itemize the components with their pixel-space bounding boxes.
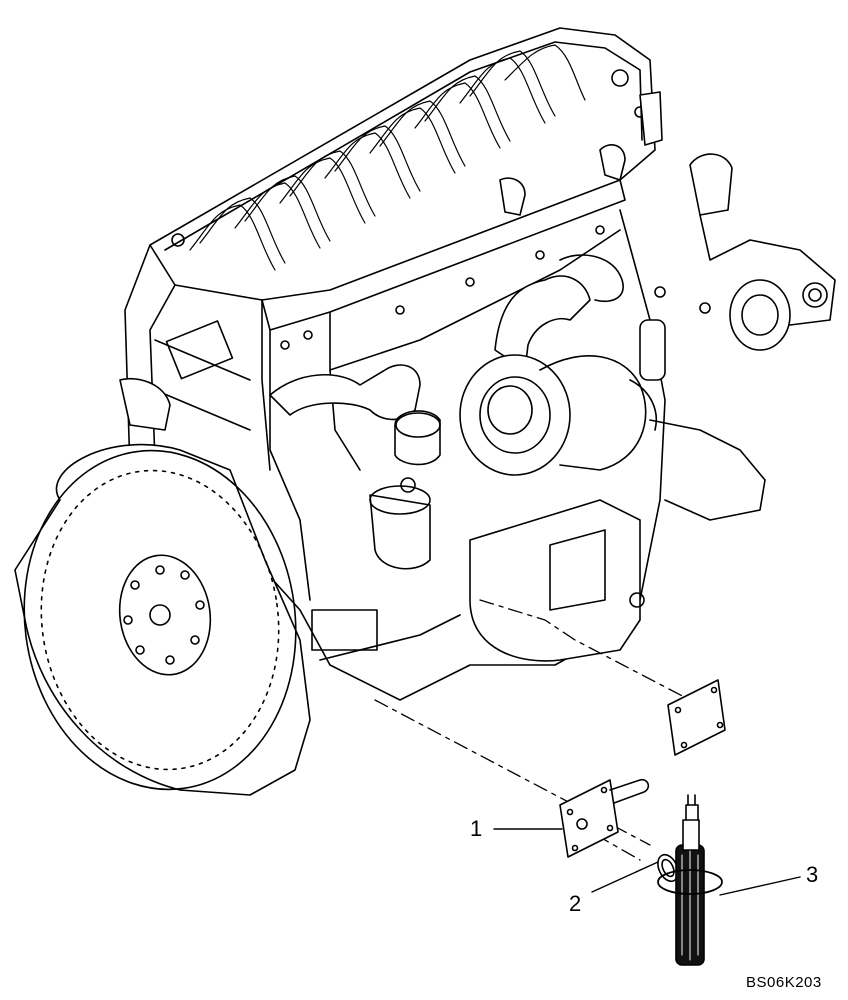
callout-2: 2	[569, 891, 582, 916]
reference-code: BS06K203	[746, 974, 822, 991]
engine-fittings	[119, 91, 711, 431]
callout-3: 3	[806, 862, 819, 887]
heater-mounting-plate	[559, 778, 650, 858]
flywheel-bolts	[123, 565, 205, 665]
block-heater-element	[657, 794, 723, 966]
filter-canister	[369, 410, 441, 570]
cover-plate-removed	[667, 679, 726, 756]
flywheel-housing	[14, 443, 311, 796]
oil-pan	[469, 499, 645, 662]
intake-pipes	[269, 153, 836, 421]
engine-assembly	[14, 27, 836, 796]
valve-cover-ribs	[189, 44, 586, 271]
valve-cover	[149, 27, 656, 331]
callout-1: 1	[470, 816, 483, 841]
turbocharger	[459, 279, 791, 521]
callout-leaders	[493, 828, 801, 896]
